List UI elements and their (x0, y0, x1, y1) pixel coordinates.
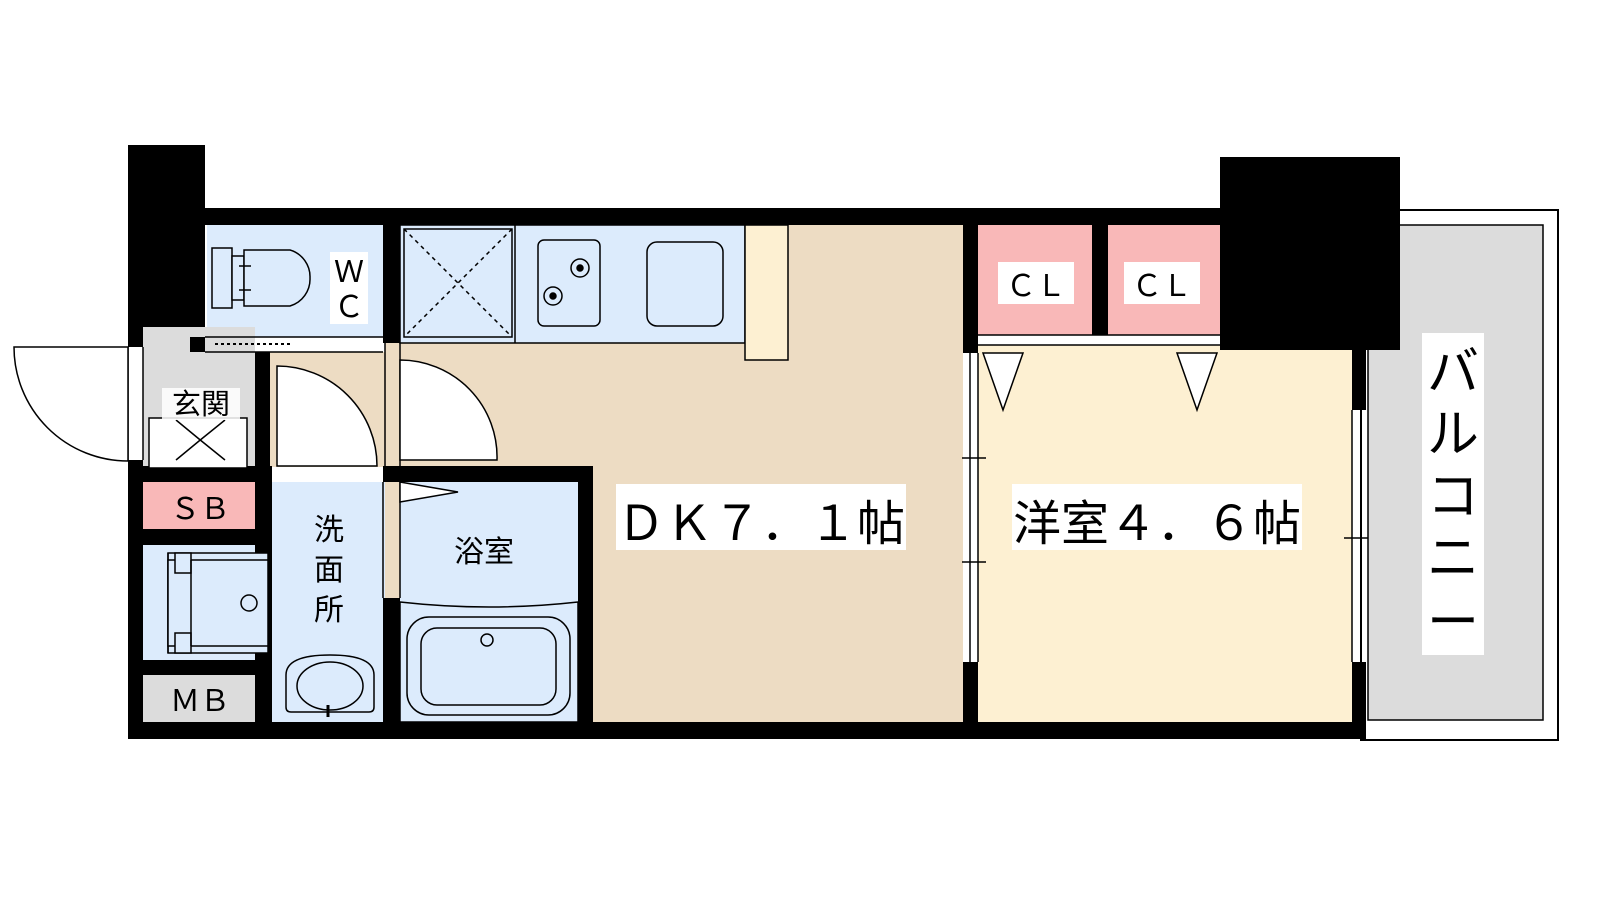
thin-lines (127, 334, 1362, 662)
svg-text:所: 所 (314, 593, 344, 628)
dk-label: ＤＫ７．１帖 (617, 496, 905, 552)
svg-text:面: 面 (314, 553, 344, 588)
washroom-label: 洗 面 所 (314, 513, 344, 628)
washing-machine-icon (167, 552, 269, 654)
mb-label: ＭＢ (170, 684, 230, 719)
closet-2-label: ＣＬ (1132, 269, 1192, 304)
bathtub-icon (399, 601, 579, 723)
bath-label: 浴室 (454, 535, 514, 570)
doors (13, 346, 1219, 503)
wc-label-c: Ｃ (334, 290, 364, 325)
svg-text:ニ: ニ (1427, 529, 1479, 589)
western-room-label: 洋室４．６帖 (1013, 496, 1301, 552)
svg-text:洗: 洗 (314, 513, 344, 548)
walls (128, 145, 1400, 739)
sb-floor (143, 482, 255, 529)
svg-text:ル: ル (1427, 405, 1479, 465)
stove-icon (514, 225, 601, 343)
wash-basin-icon (285, 654, 375, 717)
closet-1-label: ＣＬ (1006, 269, 1066, 304)
fridge-space-icon (403, 228, 513, 338)
sliding-door-marks (962, 457, 1368, 563)
wc-label-w: Ｗ (334, 255, 364, 290)
mb-floor (143, 675, 255, 722)
sink-icon (646, 241, 724, 327)
sb-label: ＳＢ (170, 492, 230, 527)
entrance-label: 玄関 (172, 387, 230, 421)
svg-text:コ: コ (1427, 467, 1479, 527)
kitchen-side-counter (744, 224, 789, 361)
svg-text:バ: バ (1427, 343, 1479, 403)
toilet-icon (211, 247, 311, 309)
balcony-label: バ ル コ ニ ー (1427, 343, 1479, 653)
svg-text:ー: ー (1427, 593, 1479, 653)
